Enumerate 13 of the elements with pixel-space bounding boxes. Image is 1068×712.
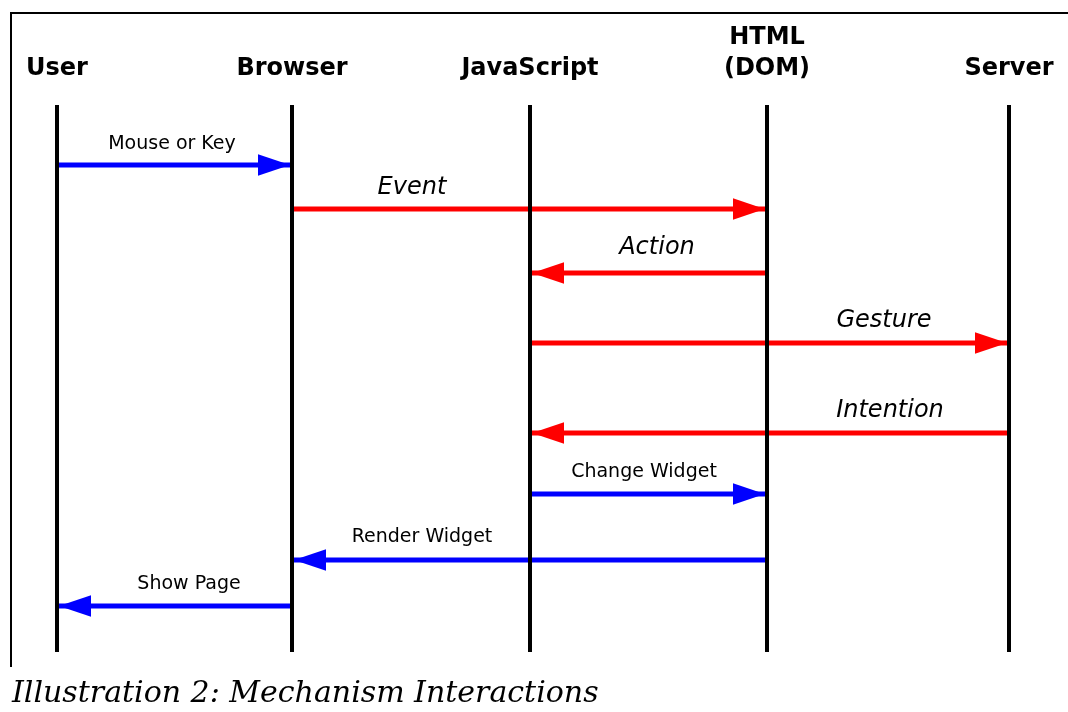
arrow <box>59 154 290 176</box>
arrow <box>59 595 290 617</box>
lifeline-heading: HTML (DOM) <box>722 21 812 83</box>
lifeline-heading: User <box>25 52 89 83</box>
lifeline-heading: JavaScript <box>459 52 600 83</box>
lifeline-heading: Browser <box>235 52 349 83</box>
arrow <box>532 483 765 505</box>
arrow <box>532 262 765 284</box>
lifeline-heading: Server <box>963 52 1055 83</box>
arrow <box>532 422 1007 444</box>
arrow <box>294 549 765 571</box>
arrow <box>294 198 765 220</box>
arrow <box>532 332 1007 354</box>
